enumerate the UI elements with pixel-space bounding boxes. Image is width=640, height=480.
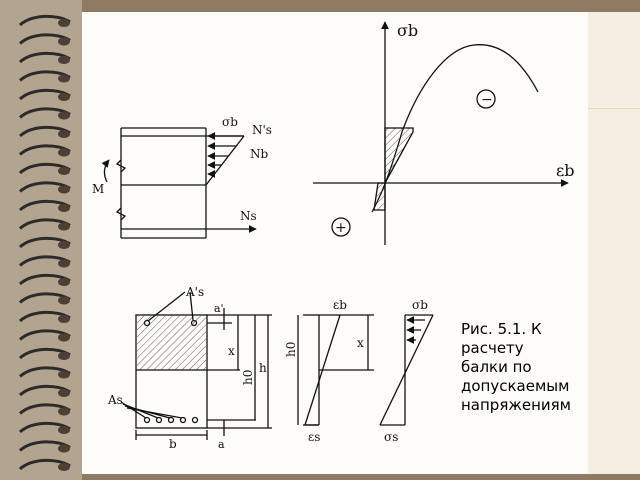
binding-hole	[58, 19, 70, 27]
binding-hole	[58, 259, 70, 268]
as-label: As	[107, 393, 123, 407]
slide-frame	[0, 0, 640, 12]
paper-margin	[588, 12, 640, 474]
eps-b-label: εb	[333, 298, 347, 312]
paper-sheet	[82, 12, 588, 474]
binding-hole	[58, 204, 70, 212]
eps-s-label: εs	[308, 430, 320, 444]
sigma-b-label: σb	[222, 115, 238, 129]
caption-line-5: напряжениям	[461, 396, 571, 414]
as-prime-label: A's	[185, 285, 204, 299]
a-prime-label: a'	[214, 302, 224, 315]
binding-hole	[58, 278, 70, 286]
x-axis-label: εb	[556, 161, 575, 180]
a-dim-label: a	[218, 438, 225, 451]
hatched-region-lower	[373, 182, 386, 211]
stress-strain-graph	[313, 21, 569, 245]
caption-line-3: балки по	[461, 358, 532, 376]
binding-hole	[58, 185, 70, 194]
b-dim-label: b	[169, 437, 177, 451]
binding-hole	[58, 111, 70, 120]
figure-caption: Рис. 5.1. К расчету балки по допускаемым…	[461, 320, 591, 415]
x-dim-label: x	[228, 344, 235, 358]
binding-hole	[58, 296, 70, 305]
ns-label: Ns	[240, 209, 257, 223]
caption-line-2: расчету	[461, 339, 524, 357]
strain-x-label: x	[357, 336, 364, 350]
binding-hole	[58, 74, 70, 83]
binding-hole	[58, 333, 70, 342]
cross-section	[120, 291, 272, 440]
binding-hole	[58, 463, 70, 471]
minus-sign: −	[481, 92, 493, 108]
binding-hole	[58, 56, 70, 64]
plus-circle	[331, 217, 351, 237]
binding-hole	[58, 167, 70, 175]
binding-hole	[58, 130, 70, 138]
binding-hole	[58, 148, 70, 157]
h0-dim-label: h0	[241, 370, 255, 385]
binding-hole	[58, 444, 70, 453]
spiral-binding-rings	[18, 14, 71, 471]
hatched-region-upper	[384, 127, 414, 184]
binding-hole	[58, 37, 70, 46]
stress-sigma-s-label: σs	[384, 430, 398, 444]
binding-hole	[58, 426, 70, 434]
nb-label: Nb	[250, 147, 269, 161]
binding-hole	[58, 93, 70, 101]
binding-hole	[58, 352, 70, 360]
ns-prime-label: N's	[252, 123, 272, 137]
strain-h0-label: h0	[284, 342, 298, 357]
stress-sigma-b-label: σb	[412, 298, 428, 312]
binding-hole	[58, 222, 70, 231]
stress-diagram	[379, 314, 434, 426]
minus-circle	[476, 89, 496, 109]
binding-hole	[58, 241, 70, 249]
strain-diagram	[297, 314, 374, 426]
binding-hole	[58, 370, 70, 379]
h-dim-label: h	[259, 361, 267, 375]
moment-label: M	[92, 182, 104, 196]
binding-hole	[58, 389, 70, 397]
margin-rule-line	[588, 108, 640, 109]
caption-line-1: Рис. 5.1. К	[461, 320, 542, 338]
binding-hole	[58, 407, 70, 416]
binding-hole	[58, 315, 70, 323]
beam-side-view	[101, 127, 257, 239]
y-axis-label: σb	[397, 21, 418, 40]
caption-line-4: допускаемым	[461, 377, 570, 395]
plus-sign: +	[335, 220, 347, 236]
